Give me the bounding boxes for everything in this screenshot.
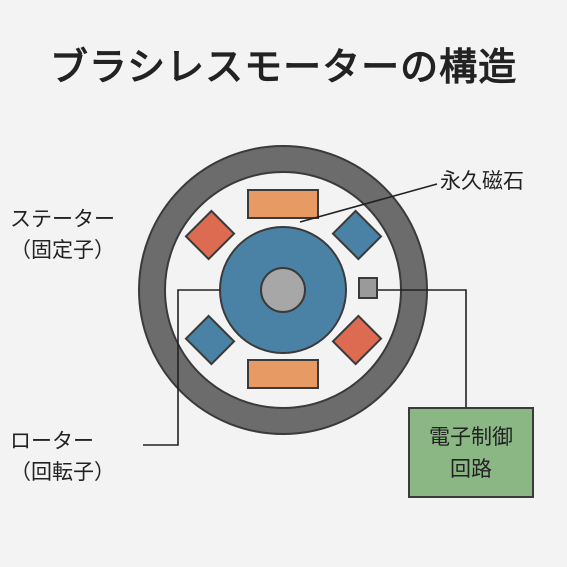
diagram-title: ブラシレスモーターの構造: [49, 45, 518, 89]
controller-label-line2: 回路: [450, 456, 492, 481]
rotor-leader-line: [143, 289, 220, 446]
stator-label: ステーター （固定子）: [10, 204, 115, 266]
magnet-top-right: [331, 209, 383, 261]
controller-box: 電子制御 回路: [408, 407, 534, 498]
magnet-bottom-left: [184, 314, 236, 366]
magnet-top: [247, 189, 319, 219]
magnet-leader-line: [299, 183, 438, 223]
rotor-label: ローター （回転子）: [10, 426, 115, 488]
stator-label-line1: ステーター: [10, 207, 115, 231]
stator-label-line2: （固定子）: [10, 238, 115, 262]
rotor-label-line2: （回転子）: [10, 460, 115, 484]
magnet-label: 永久磁石: [440, 169, 524, 193]
magnet-bottom-right: [331, 314, 383, 366]
sensor-leader-line: [378, 289, 467, 407]
controller-label-line1: 電子制御: [429, 424, 513, 449]
rotor-label-line1: ローター: [10, 429, 94, 453]
sensor: [358, 277, 378, 299]
shaft: [260, 267, 306, 313]
magnet-bottom: [247, 359, 319, 389]
magnet-top-left: [184, 209, 236, 261]
